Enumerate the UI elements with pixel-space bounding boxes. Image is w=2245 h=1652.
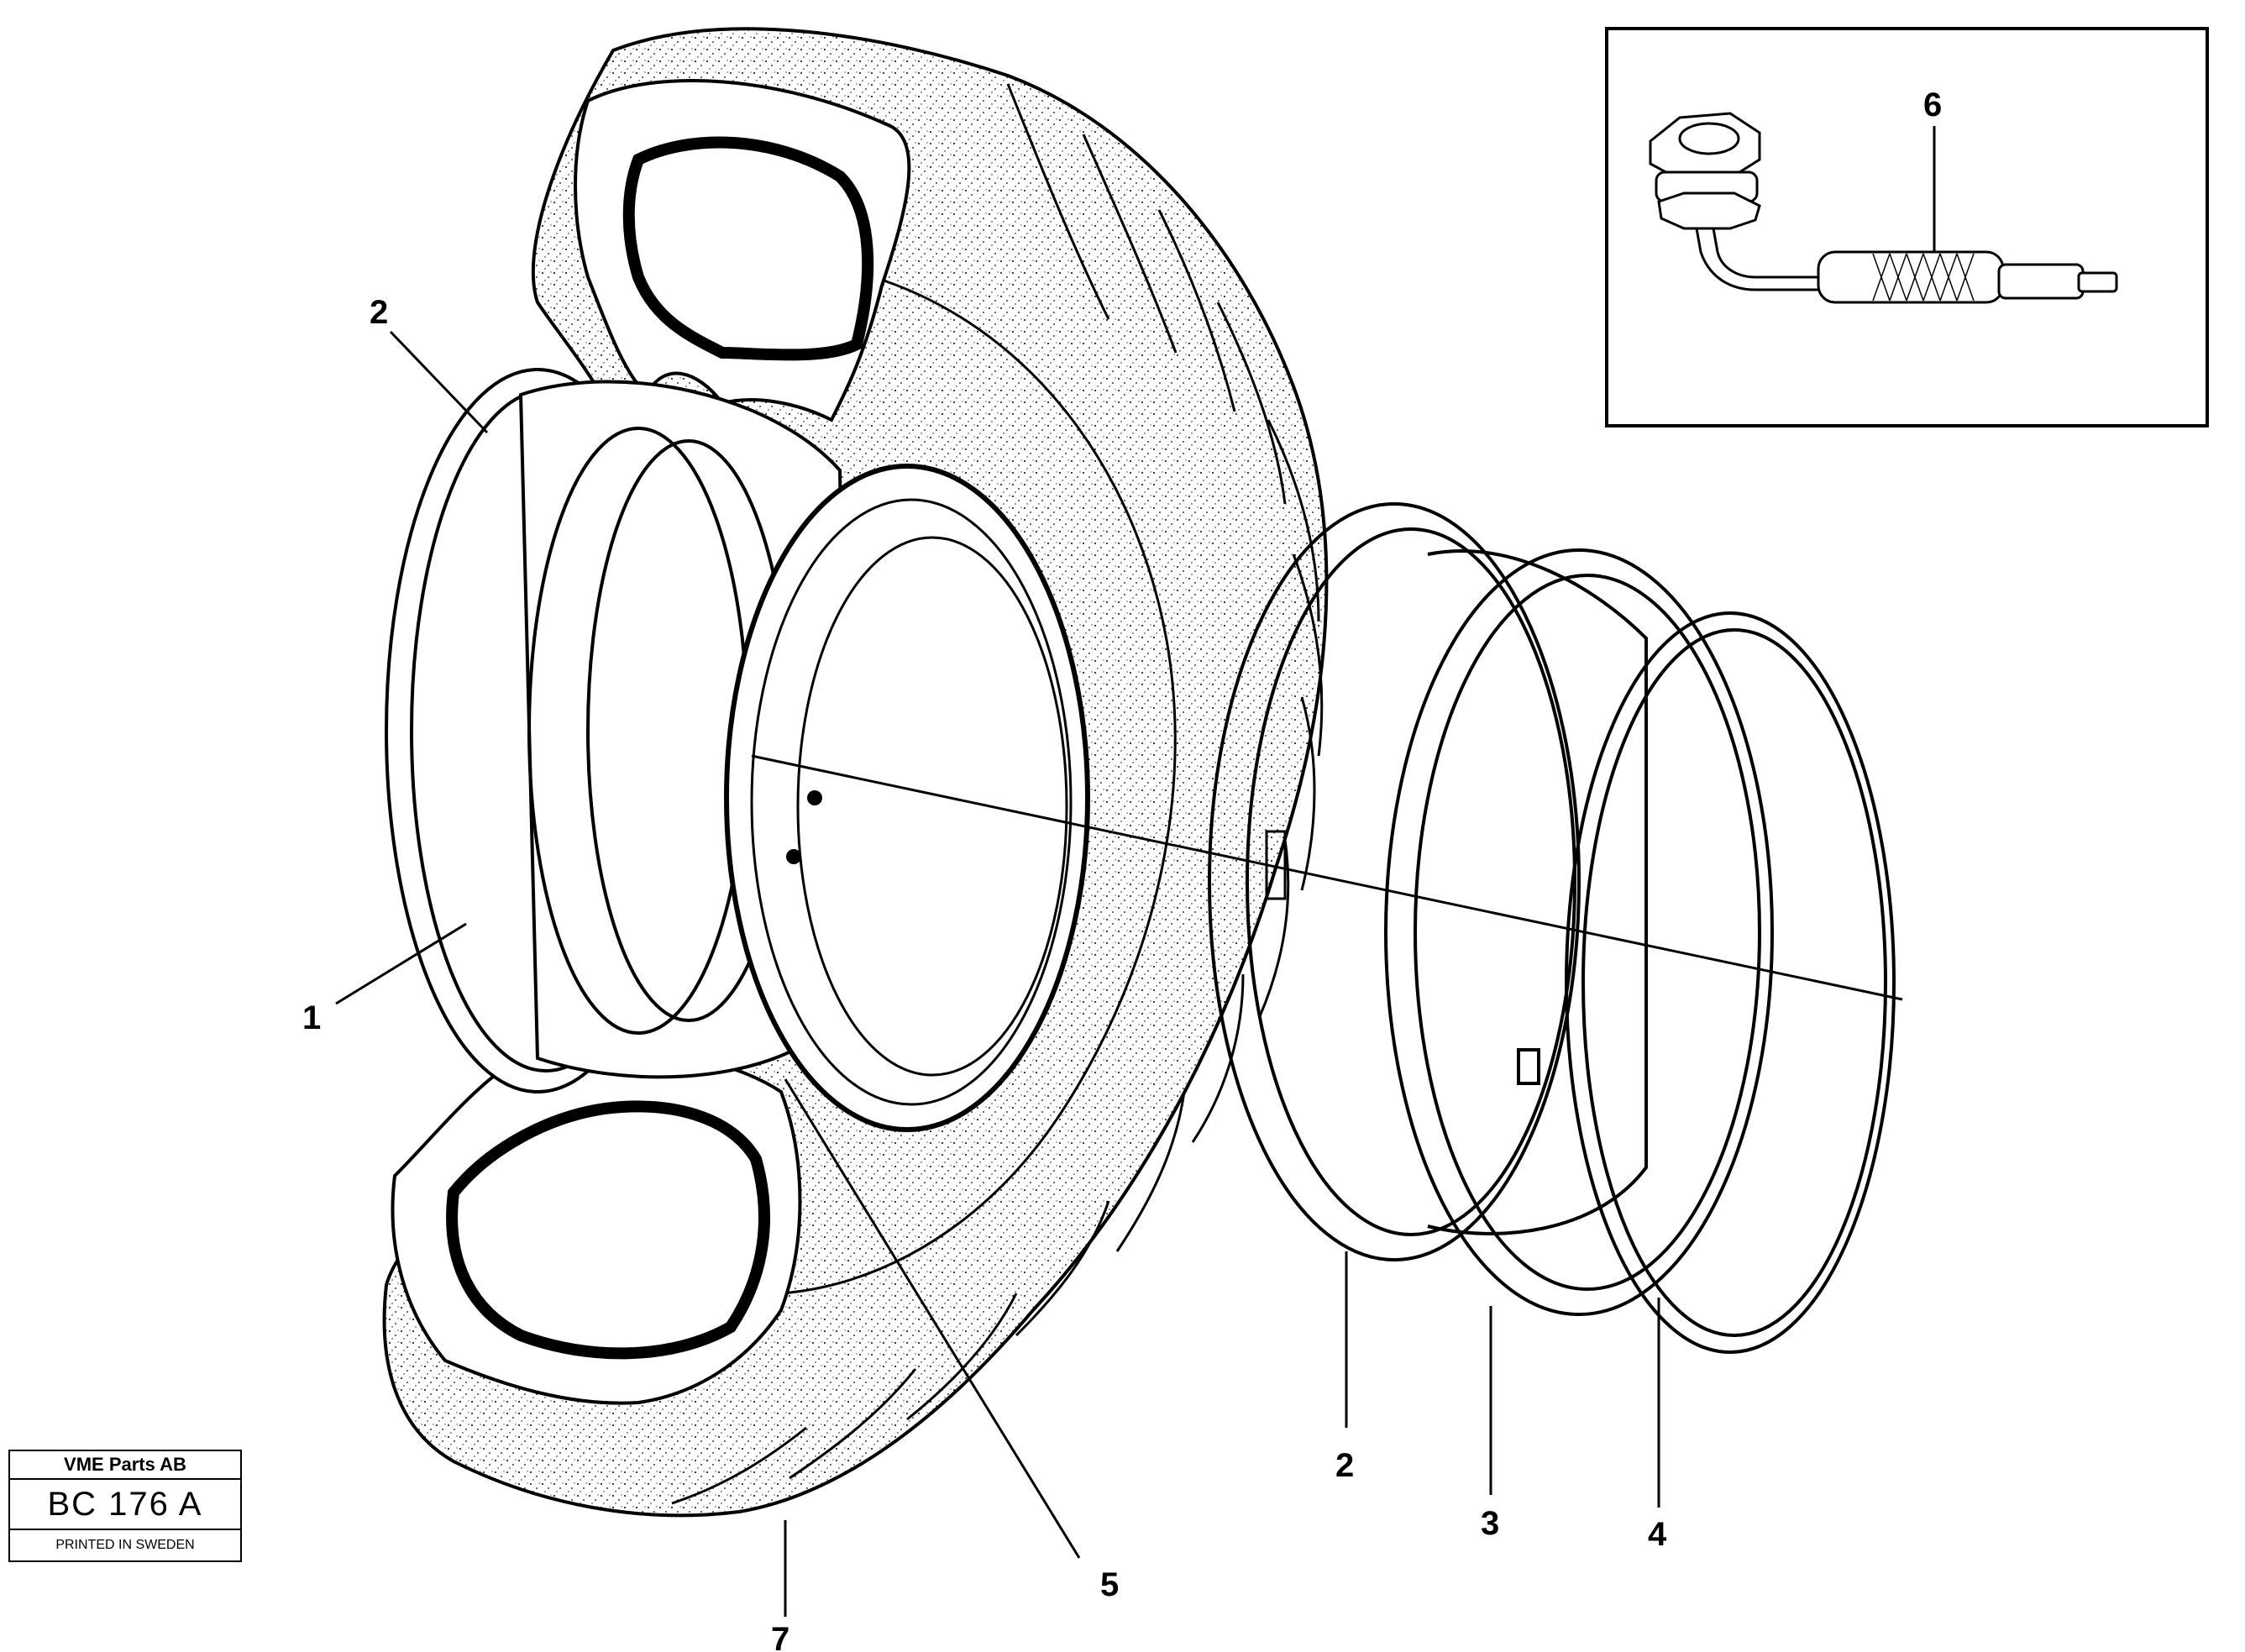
lock-ring-clip bbox=[1517, 1048, 1540, 1085]
valve-icon bbox=[1649, 112, 2118, 304]
lock-ring bbox=[1517, 611, 1896, 1354]
rim-right-inner bbox=[1246, 527, 1576, 1236]
rim-right bbox=[1208, 502, 1648, 1261]
rim-opening-inner bbox=[750, 498, 1073, 1106]
lock-ring-inner bbox=[1581, 628, 1887, 1337]
rim-left bbox=[385, 368, 1090, 1132]
valve-cap-face bbox=[1678, 122, 1740, 155]
valve-core bbox=[2077, 271, 2118, 293]
tyre-sidewall bbox=[738, 275, 1177, 1296]
leader-2-left bbox=[389, 330, 489, 434]
rim-bolt-hole bbox=[807, 790, 822, 805]
title-stamp: VME Parts AB BC 176 A PRINTED IN SWEDEN bbox=[8, 1450, 242, 1562]
callout-2-right: 2 bbox=[1335, 1447, 1354, 1484]
flange-ring-outer bbox=[1384, 548, 1774, 1316]
flange-ring-inner bbox=[1414, 574, 1761, 1291]
valve-inset bbox=[1605, 27, 2209, 427]
stamp-printed: PRINTED IN SWEDEN bbox=[55, 1538, 195, 1552]
leader-1 bbox=[335, 922, 467, 1005]
valve-body bbox=[1817, 250, 2005, 304]
flange-ring bbox=[1384, 548, 1774, 1316]
callout-1: 1 bbox=[302, 999, 321, 1036]
center-axis bbox=[751, 754, 1903, 1001]
stamp-company: VME Parts AB bbox=[10, 1451, 240, 1480]
rim-right-outer bbox=[1208, 502, 1581, 1261]
callout-4: 4 bbox=[1648, 1516, 1667, 1553]
leader-lines bbox=[335, 126, 1936, 1617]
callout-2-left: 2 bbox=[370, 294, 388, 331]
tyre-cut-inner-top bbox=[622, 136, 874, 361]
rim-opening-outer bbox=[724, 464, 1090, 1132]
stamp-code: BC 176 A bbox=[10, 1480, 240, 1530]
leader-5 bbox=[784, 1078, 1081, 1559]
valve-tip bbox=[1997, 263, 2085, 300]
callout-3: 3 bbox=[1481, 1505, 1499, 1542]
rim-inner-wall bbox=[796, 536, 1068, 1077]
valve-base-nut bbox=[1657, 191, 1761, 230]
callout-7: 7 bbox=[771, 1621, 789, 1652]
rim-bolt-hole bbox=[786, 849, 801, 864]
callout-6: 6 bbox=[1923, 87, 1942, 123]
valve-knurl bbox=[1872, 253, 1975, 302]
rim-right-barrel bbox=[1427, 549, 1648, 1235]
lock-ring-outer bbox=[1565, 611, 1896, 1354]
callout-5: 5 bbox=[1100, 1566, 1119, 1603]
tyre-cut-inner-bottom bbox=[446, 1100, 770, 1360]
